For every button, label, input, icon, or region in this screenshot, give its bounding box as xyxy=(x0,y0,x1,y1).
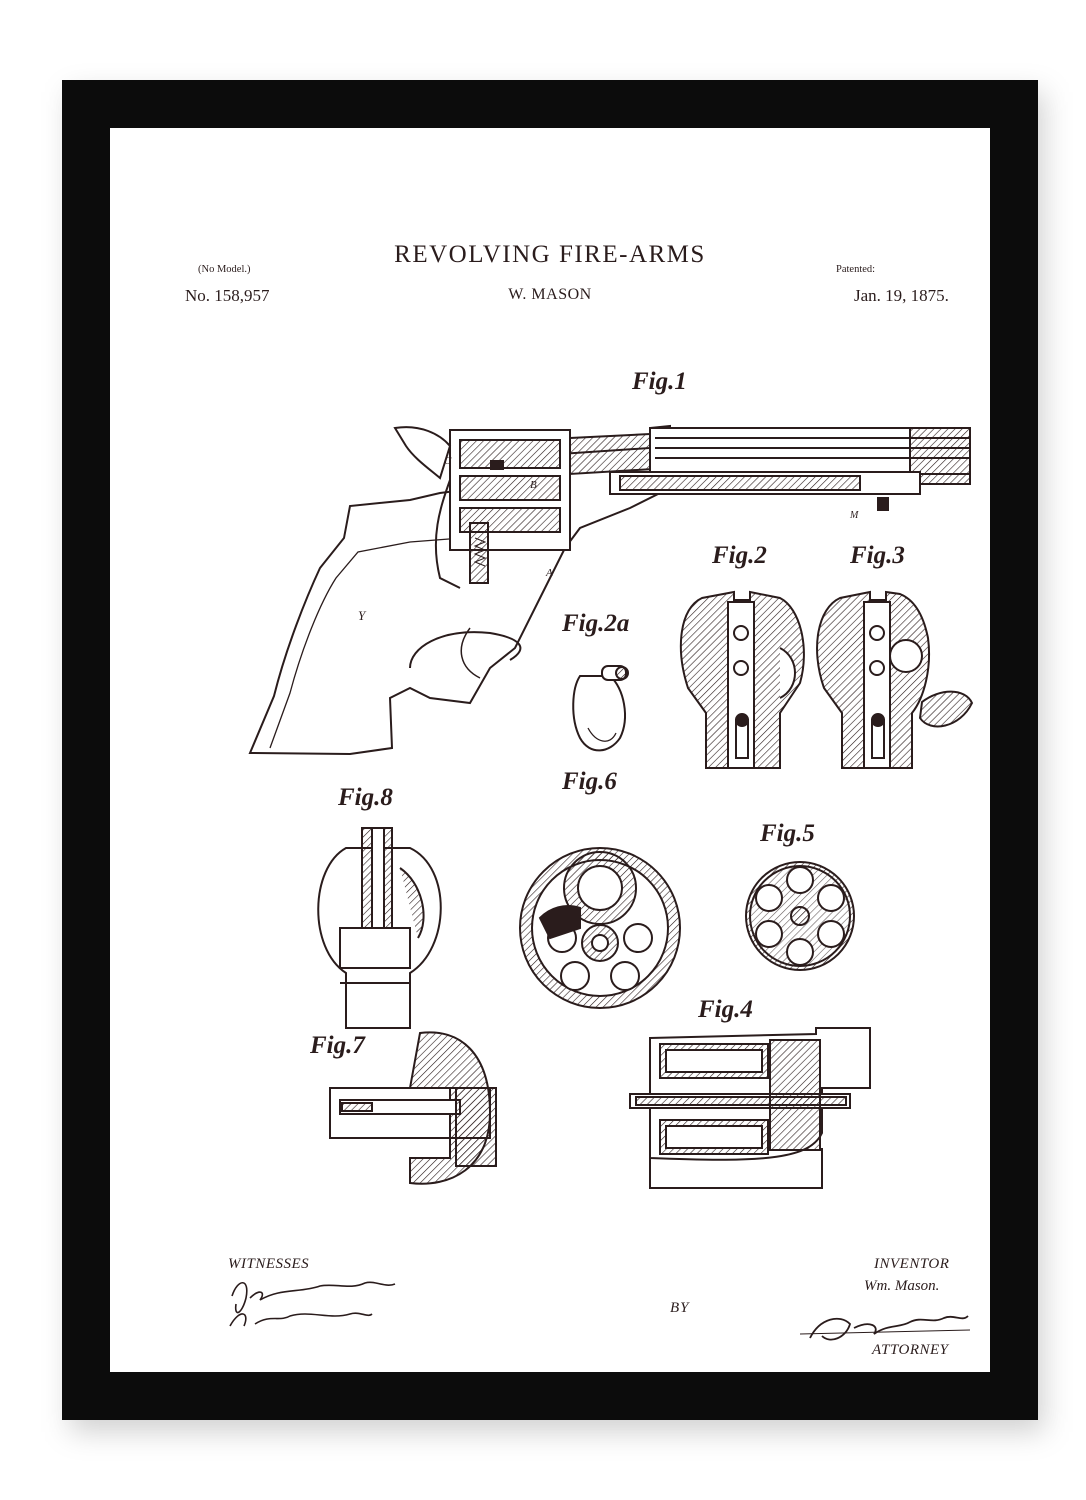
svg-text:M: M xyxy=(849,510,859,521)
fig2a-label: Fig.2a xyxy=(562,610,630,637)
witness-signatures xyxy=(229,1281,396,1327)
attorney-label: ATTORNEY xyxy=(872,1342,949,1358)
fig2-drawing xyxy=(679,590,805,769)
fig3-drawing xyxy=(816,590,974,769)
fig7-drawing xyxy=(329,1031,497,1185)
by-label: BY xyxy=(670,1300,690,1316)
patent-date: Jan. 19, 1875. xyxy=(854,286,949,305)
patent-number: No. 158,957 xyxy=(185,286,270,305)
fig1-label: Fig.1 xyxy=(632,368,687,395)
patented-label: Patented: xyxy=(836,264,876,275)
fig5-drawing xyxy=(745,861,855,971)
fig2a-drawing xyxy=(572,665,629,752)
inventor-name: W. MASON xyxy=(508,286,592,303)
fig4-drawing xyxy=(629,1027,871,1189)
witnesses-label: WITNESSES xyxy=(228,1256,310,1272)
svg-text:B: B xyxy=(530,479,537,491)
attorney-signature xyxy=(799,1315,971,1341)
fig3-label: Fig.3 xyxy=(850,542,905,569)
fig8-drawing xyxy=(317,827,442,1029)
picture-frame: REVOLVING FIRE-ARMS (No Model.) No. 158,… xyxy=(62,80,1038,1420)
fig6-label: Fig.6 xyxy=(562,768,617,795)
no-model-note: (No Model.) xyxy=(198,264,251,275)
fig6-drawing xyxy=(519,847,681,1009)
svg-text:A: A xyxy=(545,567,553,579)
patent-title: REVOLVING FIRE-ARMS xyxy=(394,241,706,268)
patent-poster: REVOLVING FIRE-ARMS (No Model.) No. 158,… xyxy=(110,128,990,1372)
svg-text:Y: Y xyxy=(358,608,367,623)
patent-drawings: Y B A C M xyxy=(229,424,974,1341)
inventor-signature: Wm. Mason. xyxy=(864,1278,940,1294)
fig1-revolver-drawing: Y B A C M xyxy=(248,424,971,756)
fig8-label: Fig.8 xyxy=(338,784,393,811)
fig5-label: Fig.5 xyxy=(760,820,815,847)
inventor-label: INVENTOR xyxy=(874,1256,950,1272)
svg-text:C: C xyxy=(444,455,452,467)
fig4-label: Fig.4 xyxy=(698,996,753,1023)
fig2-label: Fig.2 xyxy=(712,542,767,569)
fig7-label: Fig.7 xyxy=(310,1032,365,1059)
